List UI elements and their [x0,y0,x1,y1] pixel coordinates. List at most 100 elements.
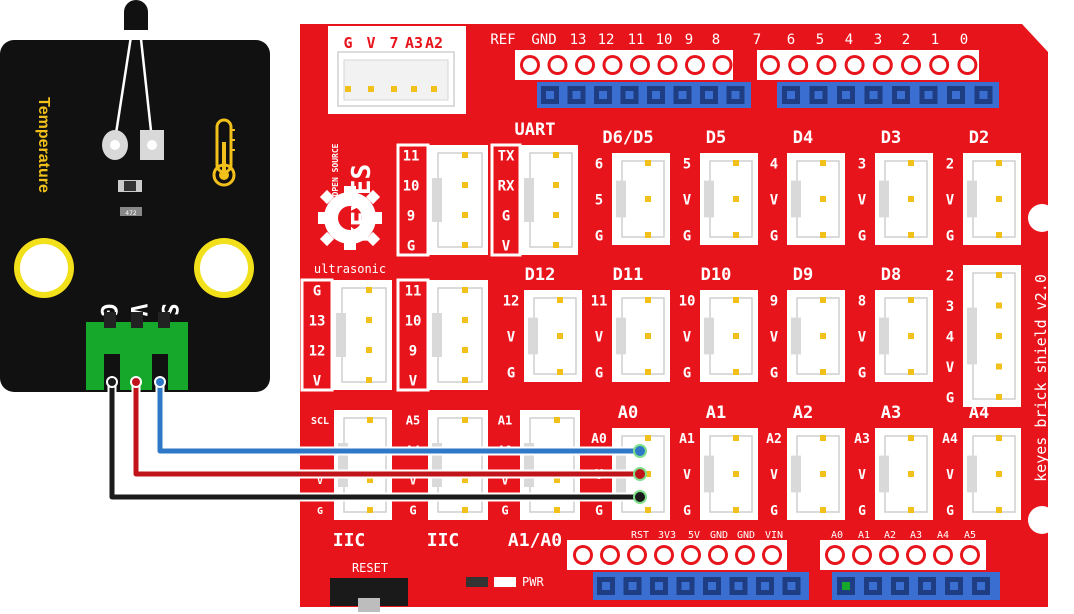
connector-socket-housing [529,152,573,248]
power-pin-label: GND [737,530,755,541]
connector-pin-label: G [683,365,691,381]
connector-latch [524,443,534,487]
connector-pin-label: 9 [407,208,415,224]
connector-pin-label: 4 [946,329,954,345]
connector-pin-label: 12 [503,293,520,309]
analog-pin-label: A2 [884,530,896,541]
header-pin-tip [652,91,660,99]
connector-pin [908,507,914,513]
connector-pin [908,435,914,441]
connector-pin [557,333,563,339]
header-pin-tip [952,91,960,99]
connector-pin-label: G [507,365,515,381]
header-pin-tip [842,582,850,590]
connector-pin-label: 9 [770,293,778,309]
connector-pin-label: V [683,192,692,208]
connector-socket-housing [796,435,840,513]
connector-pin-label: G [595,365,603,381]
analog-socket-hole-inner [936,548,950,562]
logo-big-text: KEYES [347,164,377,242]
analog-pin-label: A5 [964,530,976,541]
digital-socket-hole-inner [904,58,918,72]
reset-button[interactable] [330,578,408,612]
connector-title: IIC [333,530,366,551]
header-pin-tip [655,582,663,590]
connector-pin [645,435,651,441]
digital-socket-hole-inner [660,58,675,72]
wire-vcc [130,376,647,481]
connector-pin [908,369,914,375]
power-socket-hole-inner [576,548,590,562]
connector-pin [367,417,373,423]
connector-pin [996,160,1002,166]
connector-pin-label: V [317,476,323,487]
top-header-pin [368,86,374,92]
shield-name: keyes brick shield v2.0 [1032,274,1050,482]
reset-label: RESET [352,561,388,575]
connector-pin-label: A2 [766,432,782,447]
header-pin-tip [572,91,581,99]
connector-socket-housing [884,160,928,238]
header-pin-tip [814,91,823,99]
connector-pin-label: V [409,474,416,488]
connector-latch [967,180,977,218]
connector-pin-label: V [683,329,692,345]
connector-pin-label: V [507,329,516,345]
connector-pin-label: V [595,329,604,345]
connector-latch [704,317,714,355]
connector-pin [553,242,559,248]
analog-pin-label: A3 [910,530,922,541]
sensor-connector: 11V G [591,290,670,382]
connector-pin [462,347,468,353]
sensor-connector: 9VG [770,290,845,382]
connector-pin [554,417,560,423]
digital-socket-hole-inner [578,58,592,72]
connector-pin [733,435,739,441]
connector-socket-housing [972,272,1016,400]
connector-socket-housing [884,435,928,513]
connector-pin-label: V [501,474,508,488]
connector-latch [879,180,889,218]
analog-pin-label: A1 [858,530,870,541]
connector-title: D5 [706,128,726,148]
header-pin-tip [787,582,796,590]
connector-pin-label: G [858,504,866,519]
top-header-pin [431,86,437,92]
power-socket-hole-inner [603,548,617,562]
connector-pin-label: 2 [946,268,954,284]
header-pin-tip [869,91,878,99]
connector-title: D8 [881,265,901,285]
connector-latch [432,313,442,357]
digital-socket-hole-inner [688,58,702,72]
header-pin-tip [628,582,637,590]
connector-pin [367,477,373,483]
connector-pin-label: V [409,373,418,389]
connector-pin [996,302,1002,309]
connector-socket-housing [437,287,483,383]
top-header-pin [345,86,351,92]
connector-latch [524,178,534,222]
connector-title: A4 [969,403,989,423]
connector-pin [908,196,914,202]
connector-socket-housing [709,297,753,375]
wire-gnd [106,376,647,504]
connector-pin-label: A3 [854,432,870,447]
connector-pin [462,212,468,218]
connector-pin [645,471,651,477]
connector-pin-label: 11 [403,148,420,164]
connector-pin-label: 11 [591,293,608,309]
digital-socket-hole-inner [605,58,620,72]
connector-pin-label: G [858,228,866,244]
digital-socket-hole-inner [960,58,975,72]
analog-pin-label: A0 [831,530,843,541]
connector-pin-label: 9 [409,343,417,359]
connector-pin [557,297,563,303]
header-pin-tip [678,91,687,99]
connector-latch [432,443,442,487]
connector-pin-label: G [313,283,321,299]
connector-latch [528,317,538,355]
sensor-connector: 3VG [858,153,933,245]
connector-title: D9 [793,265,813,285]
